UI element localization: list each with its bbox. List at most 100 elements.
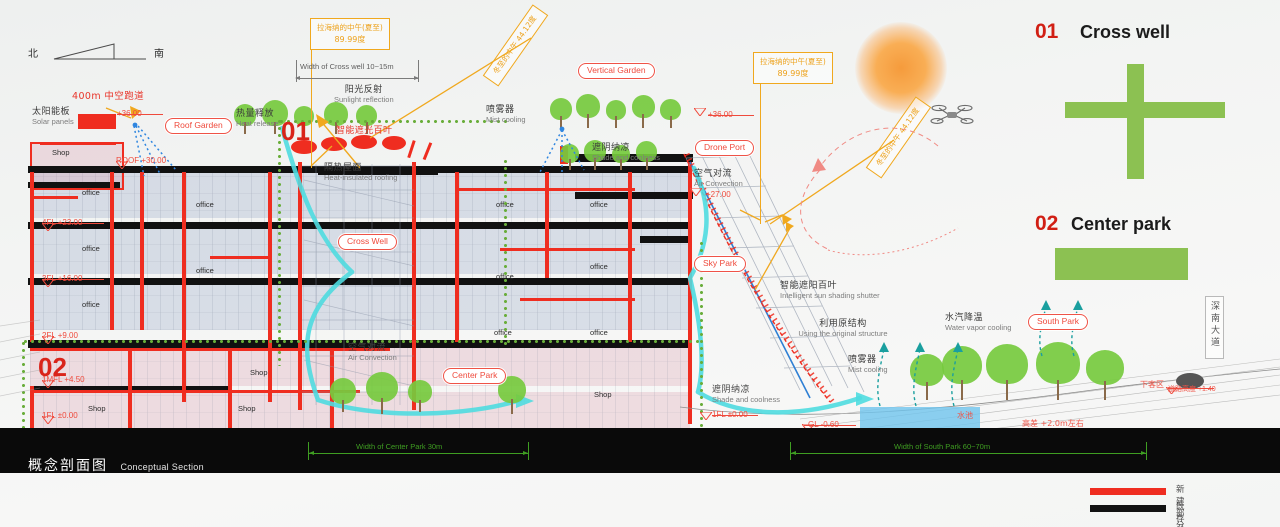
annotation-en: Mist cooling: [848, 365, 888, 374]
annotation-cn: 阳光反射: [344, 85, 383, 95]
room-label-shop: Shop: [250, 368, 268, 377]
dimension-label: Width of South Park 60~70m: [894, 442, 991, 451]
pill-south-park[interactable]: South Park: [1028, 314, 1089, 330]
sun-icon: [855, 22, 947, 114]
title-en: Conceptual Section: [120, 462, 204, 472]
room-label-shop: Shop: [238, 404, 256, 413]
room-label-shop: Shop: [52, 148, 70, 157]
sun-angle-line2: 89.99度: [334, 34, 366, 44]
boundary-dotted-line: [22, 340, 25, 436]
pill-center-park[interactable]: Center Park: [443, 368, 507, 384]
pill-vertical-garden[interactable]: Vertical Garden: [578, 63, 655, 79]
level-marker-36b: +36.00: [694, 104, 754, 122]
sun-angle-leader-left: [311, 50, 313, 168]
legend-number: 02: [1035, 212, 1059, 235]
annotation-cn: 热量释放: [236, 109, 275, 119]
legend-center-park: 02 Center park: [1035, 208, 1265, 298]
level-marker-1fl: 1FL ±0.00: [42, 405, 78, 424]
annotation-cn: 遮阴纳凉: [712, 385, 751, 395]
level-label: 4FL +23.00: [42, 218, 82, 227]
annotation-heat-release: 热量释放 Heat release: [236, 106, 279, 128]
dimension-south-park-width: Width of South Park 60~70m: [790, 442, 1148, 462]
water-vapor-arrows: [877, 342, 963, 407]
pill-cross-well[interactable]: Cross Well: [338, 234, 397, 250]
title-block: 概念剖面图 Conceptual Section: [28, 455, 204, 475]
annotation-mist-cooling-top: 喷雾器 Mist cooling: [486, 102, 526, 124]
annotation-shade-coolness-bottom: 遮阴纳凉 Shade and coolness: [712, 382, 780, 404]
level-marker-3fl: 3FL +16.00: [42, 268, 104, 287]
level-label: 2FL +9.00: [42, 331, 78, 340]
room-label-shop: Shop: [594, 390, 612, 399]
dimension-cross-well-width: Width of Cross well 10~15m: [295, 60, 420, 86]
legend-label: 既存结构部分: [1176, 502, 1185, 527]
tree-row-shade-terrace: [558, 138, 678, 172]
annotation-air-convection-mid: 空气对流 Air Convection: [348, 340, 397, 362]
annotation-cn: 遮阴纳凉: [592, 143, 631, 153]
annotation-en: Using the original structure: [798, 329, 888, 338]
annotation-en: Heat release: [236, 119, 279, 128]
annotation-en: Sunlight reflection: [334, 95, 394, 104]
drawing-ground-band: [0, 428, 1280, 473]
level-marker-2fl: 2FL +9.00: [42, 325, 78, 344]
room-label-office: office: [82, 244, 100, 253]
level-marker-4fl: 4FL +23.00: [42, 212, 104, 231]
level-label: 1FL ±0.00: [42, 411, 78, 420]
shennan-road-text: 深南大道: [1209, 301, 1219, 349]
room-label-shop: Shop: [88, 404, 106, 413]
level-label: GL -0.60: [808, 420, 839, 429]
site-label-dropoff: 下客区: [1140, 380, 1164, 389]
legend-swatch-cross: [1065, 102, 1225, 118]
boundary-dotted-line: [700, 240, 703, 436]
annotation-smart-louver: 智能遮光百叶: [336, 126, 393, 136]
solar-panel-box: [78, 114, 116, 129]
annotation-shade-coolness-top: 遮阴纳凉 Shade and coolness: [592, 140, 660, 162]
site-label-shennan-road: 深南大道: [1205, 296, 1224, 359]
level-marker-road-height: 道路高度 +1.40: [1166, 378, 1216, 396]
annotation-en: Heat-insulated roofing: [324, 173, 398, 182]
sun-angle-callout-summer-right: 拉海纳的中午(夏至) 89.99度: [753, 52, 833, 85]
building-section: office office office office office offic…: [0, 100, 1280, 435]
annotation-en: Intelligent sun shading shutter: [780, 291, 880, 300]
legend-title: Center park: [1071, 214, 1172, 234]
annotation-en: Water vapor cooling: [945, 323, 1012, 332]
room-label-office: office: [494, 328, 512, 337]
annotation-en: Shade and coolness: [592, 153, 660, 162]
pill-sky-park[interactable]: Sky Park: [694, 256, 747, 272]
sun-angle-leader-right: [760, 84, 762, 224]
legend-swatch-rect: [1055, 248, 1188, 280]
level-label: 1FL ±0.00: [712, 410, 748, 419]
legend-swatch-cross: [1127, 64, 1144, 179]
legend-bar-new-build: [1090, 488, 1166, 495]
site-label-height-diff: 高差 +2.0m左右: [1022, 419, 1084, 428]
sun-angle-line1: 拉海纳的中午(夏至): [760, 57, 826, 66]
level-label: 3FL +16.00: [42, 274, 82, 283]
sunlight-reflection-arrow: [316, 114, 361, 169]
boundary-dotted-line: [22, 340, 702, 343]
boundary-dotted-line: [278, 120, 508, 123]
annotation-air-convection-top: 空气对流 Air Convection: [694, 166, 743, 188]
index-mark-02: 02: [38, 352, 67, 382]
sun-ray-lines: [105, 37, 895, 291]
annotation-sunlight-reflection: 阳光反射 Sunlight reflection: [334, 82, 394, 104]
mist-spray-icon: [539, 126, 585, 173]
legend-cross-well: 01 Cross well: [1035, 16, 1265, 186]
compass-indicator: 北 南: [28, 42, 168, 64]
annotation-original-structure: 利用原结构 Using the original structure: [798, 316, 888, 338]
pill-drone-port[interactable]: Drone Port: [695, 140, 755, 156]
title-cn: 概念剖面图: [28, 458, 108, 474]
level-label: +36.00: [117, 109, 142, 118]
boundary-dotted-line: [278, 118, 281, 366]
tree-row-center-park: [330, 368, 560, 414]
sun-angle-callout-summer-left: 拉海纳的中午(夏至) 89.99度: [310, 18, 390, 51]
annotation-en: Solar panels: [32, 117, 74, 126]
legend-construction-types: 新建部分 既存结构部分: [1090, 485, 1260, 527]
room-label-office: office: [82, 300, 100, 309]
sun-angle-line1: 拉海纳的中午(夏至): [317, 23, 383, 32]
boundary-dotted-line: [504, 158, 507, 348]
level-label: 1MFL +4.50: [42, 375, 85, 384]
annotation-cn: 空气对流: [348, 343, 387, 353]
level-label: +27.00: [706, 190, 731, 199]
pill-roof-garden[interactable]: Roof Garden: [165, 118, 232, 134]
room-label-office: office: [196, 200, 214, 209]
